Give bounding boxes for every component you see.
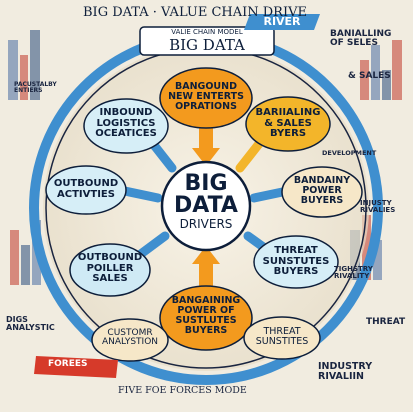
node-outbound-sales-label: OUTBOUND POILLER SALES <box>77 252 143 284</box>
node-bottom-label: BANGAINING POWER OF SUSTLUTES BUYERS <box>171 295 241 336</box>
side-industry: INDUSTRY RIVALIIN <box>318 361 373 382</box>
node-threat-shape <box>243 316 321 360</box>
header-title-tail: RIVER <box>263 15 301 28</box>
node-right-low-shape <box>253 235 339 289</box>
header-title: BIG DATA · VALUE CHAIN DRIVE <box>83 5 307 20</box>
node-inbound-label: INBOUND LOGISTICS OCEATICES <box>95 107 157 139</box>
footer-text: FIVE FOE FORCES MODE <box>118 385 247 396</box>
node-outbound-sales-shape <box>69 243 151 297</box>
node-right-top-label: BARIIALING & SALES BYERS <box>255 107 321 139</box>
side-dev: DEVELOPMENT <box>322 149 377 157</box>
bottom-banner-shape <box>34 356 118 378</box>
center-data: DATA <box>174 193 238 218</box>
header-badge: BIG DATA <box>169 36 245 54</box>
node-customr-label: CUSTOMR ANALYSTION <box>101 328 159 348</box>
node-customr-shape <box>91 318 169 362</box>
node-bottom-shape <box>159 285 253 351</box>
node-outbound-act-label: OUTBOUND ACTIVTIES <box>53 178 119 200</box>
side-right-stack-1: INJUSTY RIVALIES <box>360 199 396 215</box>
bottom-banner-text: FOREES <box>48 359 88 369</box>
header-subtitle: VALIE CHAIN MODEL <box>171 28 243 36</box>
center-drivers: DRIVERS <box>179 217 233 231</box>
node-right-mid-label: BANDAINY POWER BUYERS <box>293 175 351 206</box>
center-circle <box>160 160 252 252</box>
center-big: BIG <box>184 171 228 196</box>
node-right-top-shape <box>245 96 331 152</box>
side-right-sales: & SALES <box>348 71 391 81</box>
node-threat-label: THREAT SUNSTITES <box>255 326 309 347</box>
side-top-right: BANIALLING OF SELES <box>330 29 392 49</box>
node-inbound-shape <box>83 98 169 154</box>
node-right-low-label: THREAT SUNSTUTES BUYERS <box>262 245 330 277</box>
node-top-shape <box>159 67 253 129</box>
side-right-stack-2: TIGHSTRY RIVALITY <box>334 265 373 281</box>
side-right-threat: THREAT <box>366 317 406 327</box>
node-top-label: BANGOUND NEW ENTERTS OPRATIONS <box>168 81 244 112</box>
side-left-small: PACUSTALBY ENTIERS <box>14 81 57 95</box>
side-left-stack: DIGS ANALYSTIC <box>6 315 55 333</box>
node-outbound-act-shape <box>45 165 127 215</box>
node-right-mid-shape <box>281 166 363 218</box>
